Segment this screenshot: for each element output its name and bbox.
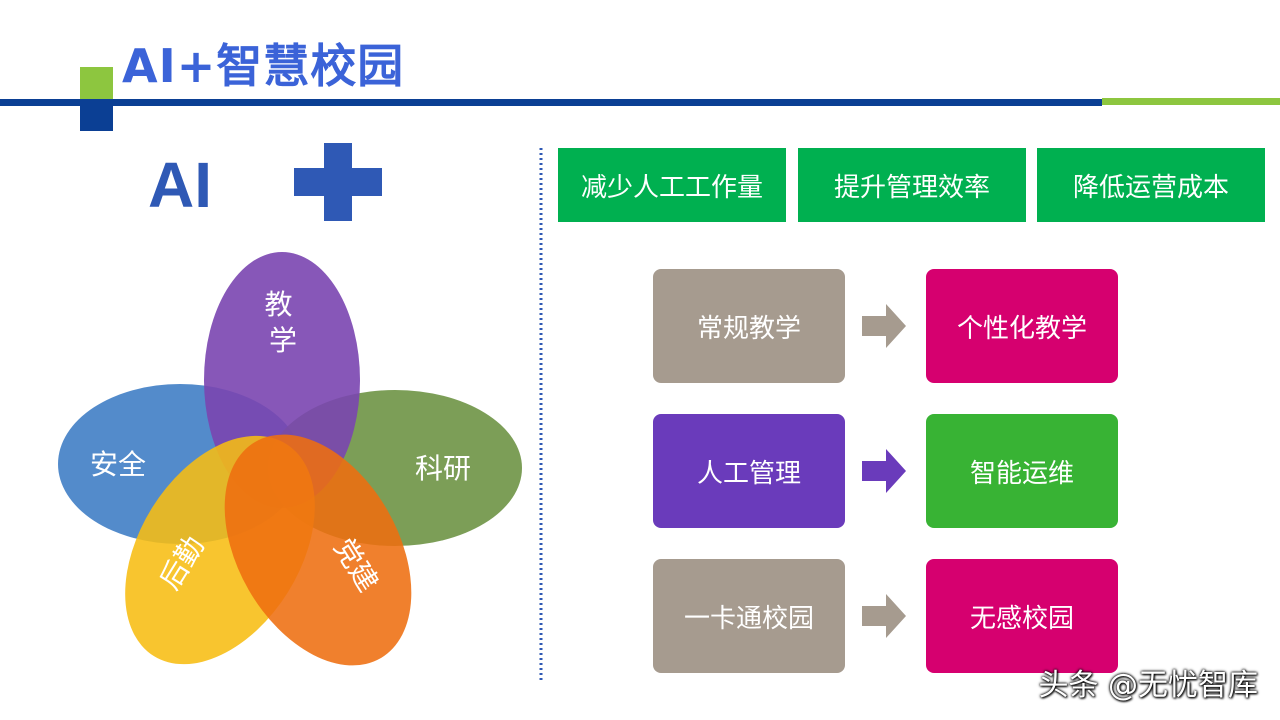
right-arrow-icon xyxy=(862,594,906,638)
petal-diagram: 教 学 安全 科研 后勤 党建 xyxy=(58,252,522,666)
ai-label: AI xyxy=(148,149,212,221)
flow-to-box: 无感校园 xyxy=(926,559,1118,673)
right-arrow-icon xyxy=(862,449,906,493)
page-title: AI+智慧校园 xyxy=(122,39,405,93)
benefit-box-1: 减少人工工作量 xyxy=(558,148,786,222)
flow-from-box: 一卡通校园 xyxy=(653,559,845,673)
petal-safety-label: 安全 xyxy=(90,448,146,481)
petal-party xyxy=(224,434,412,666)
flow-to-box: 智能运维 xyxy=(926,414,1118,528)
petal-research-label: 科研 xyxy=(415,452,471,485)
benefit-box-2: 提升管理效率 xyxy=(798,148,1026,222)
flow-from-box: 人工管理 xyxy=(653,414,845,528)
watermark: 头条 @无忧智库 xyxy=(1038,668,1258,703)
header-decoration xyxy=(0,67,1280,131)
flow-from-box: 常规教学 xyxy=(653,269,845,383)
vertical-divider xyxy=(539,148,543,680)
benefit-box-3: 降低运营成本 xyxy=(1037,148,1265,222)
petal-teaching-label: 教 学 xyxy=(265,288,302,357)
plus-icon xyxy=(294,143,382,221)
flow-to-box: 个性化教学 xyxy=(926,269,1118,383)
right-arrow-icon xyxy=(862,304,906,348)
